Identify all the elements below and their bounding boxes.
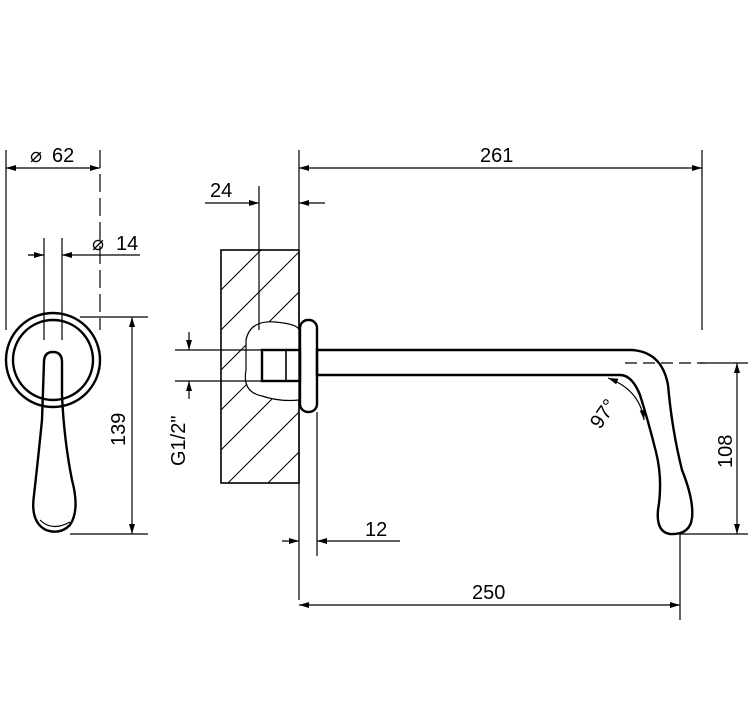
wall-cavity [244,321,300,402]
dim-bend-angle: 97° [586,395,621,432]
wall-flange [298,318,319,414]
spout-tube [315,348,694,536]
dim-flange: 12 [365,519,387,541]
dim-thread: G1/2" [168,416,190,466]
front-view: ⌀ 62 ⌀ 14 139 [4,145,148,535]
dim-diameter-14-symbol: ⌀ [92,233,104,255]
wall-section [220,249,300,484]
dim-overall-length: 261 [480,145,513,167]
dim-wall-thickness: 24 [210,180,232,202]
rosette-inner [11,318,95,402]
rosette-outer [4,311,102,409]
dim-spout-drop: 108 [715,435,737,468]
dim-diameter-14: 14 [116,233,138,255]
dim-spout-length: 250 [472,582,505,604]
dim-diameter-62-symbol: ⌀ [30,145,42,167]
dim-diameter-62: 62 [52,145,74,167]
dim-handle-height: 139 [108,413,130,446]
spout-side-view [260,318,705,536]
handle-lever [32,350,77,533]
